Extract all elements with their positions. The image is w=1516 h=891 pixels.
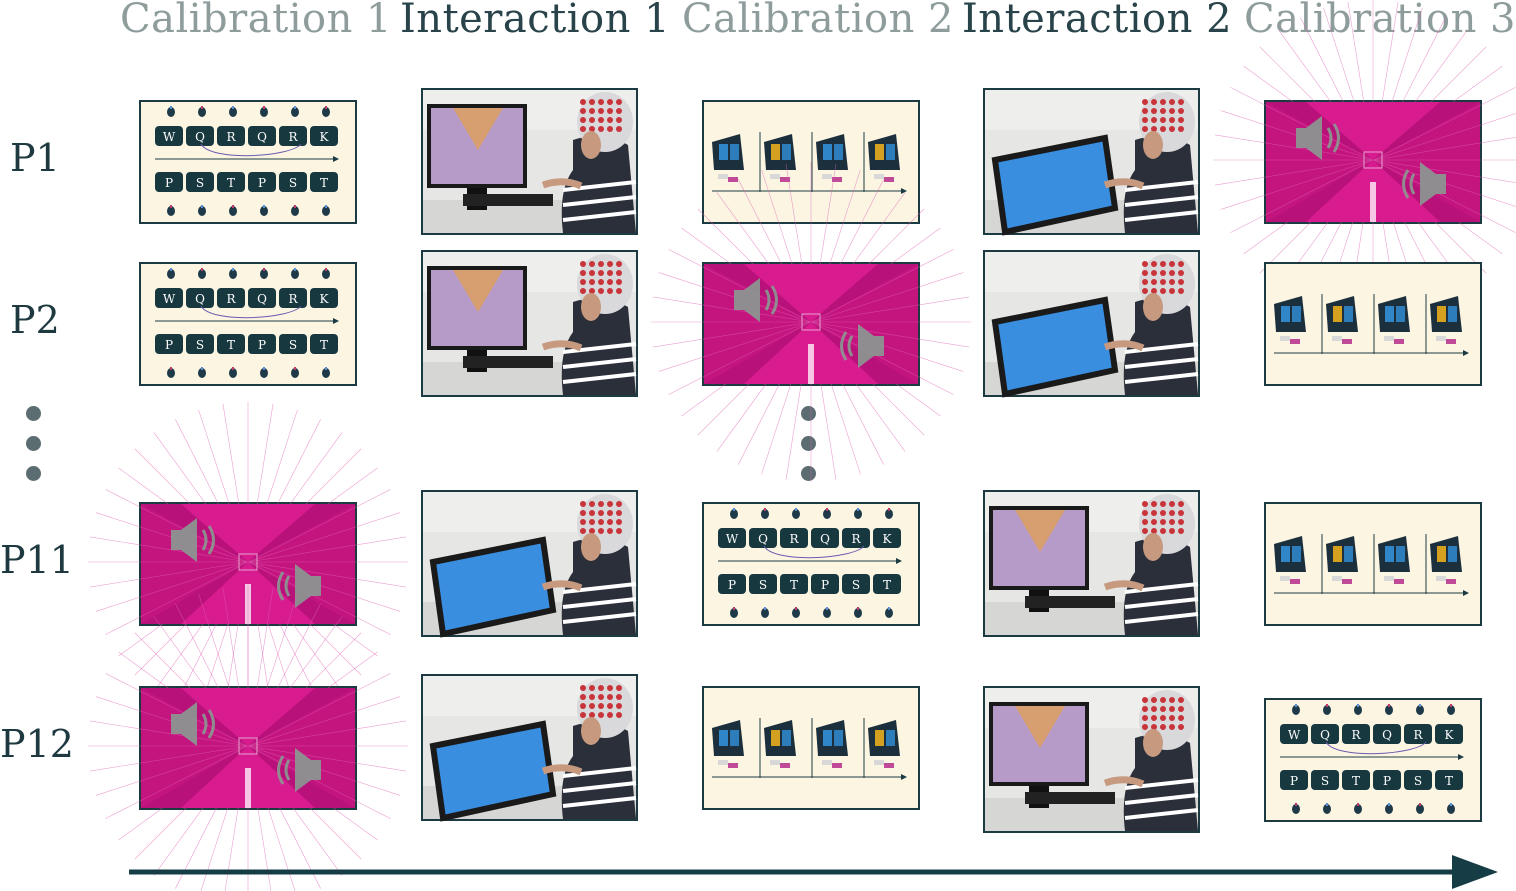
sequence-letter: T xyxy=(790,578,798,592)
sequence-letter: P xyxy=(1290,774,1298,788)
ellipsis-dot xyxy=(801,436,816,451)
sequence-letter: P xyxy=(165,176,173,190)
sequence-letter: S xyxy=(289,338,297,352)
sequence-letter: P xyxy=(821,578,829,592)
sequence-letter: T xyxy=(320,176,328,190)
row-label-p12: P12 xyxy=(0,722,74,766)
thumbnail-photo-tablet xyxy=(983,250,1200,398)
sequence-letter: R xyxy=(288,130,298,144)
sequence-letter: T xyxy=(883,578,891,592)
ellipsis-dot xyxy=(26,406,41,421)
sequence-letter: P xyxy=(1383,774,1391,788)
sequence-letter: S xyxy=(759,578,767,592)
ellipsis-dot xyxy=(801,466,816,481)
ellipsis-dot xyxy=(26,466,41,481)
sequence-letter: R xyxy=(1413,728,1423,742)
thumbnail-sequence: W P Q S R T Q P R S K T xyxy=(139,100,357,224)
sequence-letter: Q xyxy=(1382,728,1392,742)
thumbnail-audio xyxy=(1213,0,1516,320)
sequence-letter: Q xyxy=(820,532,830,546)
header-calibration-2: Calibration 2 xyxy=(682,0,954,42)
thumbnail-photo-tablet xyxy=(421,674,638,822)
thumbnail-screens xyxy=(1264,502,1482,626)
header-interaction-1: Interaction 1 xyxy=(400,0,671,42)
row-label-p1: P1 xyxy=(10,136,60,180)
sequence-letter: R xyxy=(789,532,799,546)
sequence-letter: R xyxy=(851,532,861,546)
sequence-letter: R xyxy=(226,292,236,306)
thumbnail-photo-desktop xyxy=(983,490,1200,637)
sequence-letter: P xyxy=(258,338,266,352)
thumbnail-photo-desktop xyxy=(983,686,1200,833)
sequence-letter: S xyxy=(196,338,204,352)
thumbnail-photo-desktop xyxy=(421,88,638,235)
sequence-letter: W xyxy=(726,532,739,546)
thumbnail-photo-desktop xyxy=(421,250,638,397)
sequence-letter: K xyxy=(1445,728,1455,742)
sequence-letter: S xyxy=(289,176,297,190)
thumbnail-audio xyxy=(88,586,408,891)
thumbnail-sequence: W P Q S R T Q P R S K T xyxy=(702,502,920,626)
sequence-letter: P xyxy=(258,176,266,190)
sequence-letter: P xyxy=(165,338,173,352)
thumbnail-sequence: W P Q S R T Q P R S K T xyxy=(1264,698,1482,822)
sequence-letter: R xyxy=(1351,728,1361,742)
sequence-letter: W xyxy=(1288,728,1301,742)
row-label-p2: P2 xyxy=(10,298,60,342)
header-calibration-3: Calibration 3 xyxy=(1244,0,1516,42)
sequence-letter: T xyxy=(227,338,235,352)
sequence-letter: Q xyxy=(195,130,205,144)
thumbnail-screens xyxy=(702,686,920,810)
sequence-letter: S xyxy=(1321,774,1329,788)
sequence-letter: Q xyxy=(257,130,267,144)
sequence-letter: P xyxy=(728,578,736,592)
sequence-letter: W xyxy=(163,292,176,306)
thumbnail-photo-tablet xyxy=(421,490,638,638)
thumbnail-sequence: W P Q S R T Q P R S K T xyxy=(139,262,357,386)
sequence-letter: Q xyxy=(1320,728,1330,742)
sequence-letter: Q xyxy=(257,292,267,306)
sequence-letter: Q xyxy=(195,292,205,306)
sequence-letter: Q xyxy=(758,532,768,546)
sequence-letter: R xyxy=(226,130,236,144)
sequence-letter: W xyxy=(163,130,176,144)
sequence-letter: K xyxy=(320,130,330,144)
ellipsis-dot xyxy=(801,406,816,421)
sequence-letter: S xyxy=(852,578,860,592)
header-interaction-2: Interaction 2 xyxy=(962,0,1233,42)
thumbnail-screens xyxy=(1264,262,1482,386)
header-calibration-1: Calibration 1 xyxy=(120,0,392,42)
sequence-letter: R xyxy=(288,292,298,306)
sequence-letter: K xyxy=(883,532,893,546)
thumbnail-audio xyxy=(651,162,971,482)
ellipsis-dot xyxy=(26,436,41,451)
sequence-letter: T xyxy=(1445,774,1453,788)
sequence-letter: K xyxy=(320,292,330,306)
sequence-letter: T xyxy=(320,338,328,352)
row-label-p11: P11 xyxy=(0,538,74,582)
sequence-letter: S xyxy=(196,176,204,190)
sequence-letter: S xyxy=(1414,774,1422,788)
sequence-letter: T xyxy=(227,176,235,190)
thumbnail-photo-tablet xyxy=(983,88,1200,236)
sequence-letter: T xyxy=(1352,774,1360,788)
